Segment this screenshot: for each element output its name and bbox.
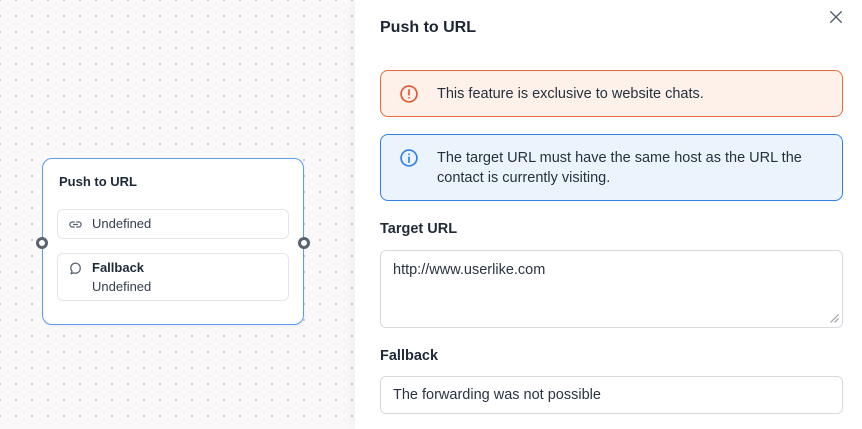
target-url-wrap: http://www.userlike.com bbox=[380, 250, 843, 328]
node-handle-left[interactable] bbox=[36, 237, 48, 249]
settings-panel: Push to URL This feature is exclusive to… bbox=[355, 0, 862, 429]
panel-header: Push to URL bbox=[380, 11, 843, 38]
chat-bubble-icon bbox=[68, 261, 83, 276]
node-handle-right[interactable] bbox=[298, 237, 310, 249]
node-title: Push to URL bbox=[59, 174, 137, 189]
close-icon[interactable] bbox=[825, 6, 847, 28]
flow-node-push-to-url[interactable]: Push to URL Undefined Fallback bbox=[36, 158, 310, 325]
resize-grip-icon[interactable] bbox=[828, 312, 840, 324]
warning-alert-text: This feature is exclusive to website cha… bbox=[437, 86, 704, 102]
node-item-target-url[interactable]: Undefined bbox=[57, 209, 289, 239]
node-item-title: Fallback bbox=[92, 260, 145, 275]
warning-alert: This feature is exclusive to website cha… bbox=[380, 70, 843, 117]
flow-canvas[interactable]: Push to URL Undefined Fallback bbox=[0, 0, 355, 429]
alert-circle-icon bbox=[399, 84, 419, 104]
panel-title: Push to URL bbox=[380, 19, 476, 36]
fallback-label: Fallback bbox=[380, 348, 439, 364]
node-item-value: Undefined bbox=[92, 216, 152, 231]
link-icon bbox=[68, 217, 83, 232]
target-url-label: Target URL bbox=[380, 221, 458, 237]
node-item-value: Undefined bbox=[92, 279, 152, 294]
info-circle-icon bbox=[399, 148, 419, 168]
target-url-textarea[interactable]: http://www.userlike.com bbox=[380, 250, 843, 328]
fallback-input[interactable] bbox=[380, 376, 843, 414]
info-alert: The target URL must have the same host a… bbox=[380, 134, 843, 201]
node-item-fallback[interactable]: Fallback Undefined bbox=[57, 253, 289, 301]
info-alert-text: The target URL must have the same host a… bbox=[437, 150, 802, 186]
